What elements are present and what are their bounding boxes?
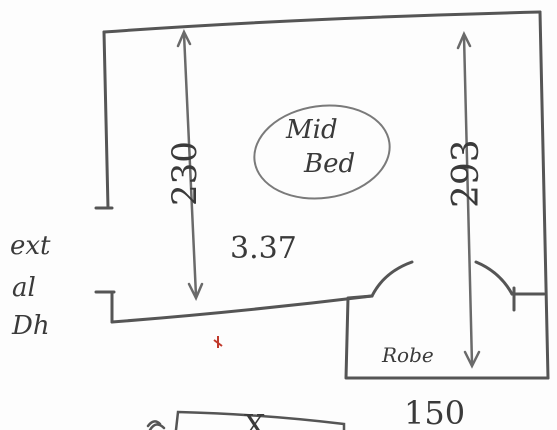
room-name-line2: Bed	[303, 149, 355, 179]
red-mark	[213, 336, 223, 348]
length-label: 3.37	[230, 231, 297, 266]
robe-door-right	[474, 260, 514, 296]
height-right-arrowhead-top	[456, 31, 472, 50]
height-right-label: 293	[446, 139, 487, 208]
robe-label: Robe	[381, 343, 434, 367]
lower-room-mark: X	[244, 409, 266, 430]
height-left-arrowhead-bottom	[187, 282, 204, 301]
top-wall	[102, 10, 542, 34]
robe-width-label: 150	[404, 394, 465, 430]
room-name-line1: Mid	[285, 115, 338, 145]
height-left-arrowhead-top	[176, 29, 192, 48]
lower-room-outline	[146, 410, 346, 430]
height-left-line	[182, 32, 198, 298]
dimension-lines	[176, 29, 481, 369]
robe-box	[344, 294, 550, 380]
height-right-arrowhead-bottom	[463, 350, 481, 369]
robe-wall-tick	[510, 286, 546, 312]
height-right-line	[462, 34, 474, 366]
lower-room-corner-scribble	[146, 420, 166, 430]
lower-room-top-wall	[174, 410, 346, 430]
right-wall	[538, 10, 550, 380]
room-name-ellipse	[253, 104, 391, 200]
side-note-line2: al	[12, 273, 36, 303]
side-note-line3: Dh	[11, 311, 50, 341]
left-wall-stub	[94, 290, 116, 324]
height-left-label: 230	[165, 141, 205, 206]
room-outline	[94, 10, 550, 380]
left-wall-upper	[102, 30, 110, 210]
robe-outline	[344, 260, 550, 380]
bottom-wall	[110, 294, 374, 324]
side-note-line1: ext	[10, 231, 51, 261]
robe-door-left	[370, 260, 414, 298]
